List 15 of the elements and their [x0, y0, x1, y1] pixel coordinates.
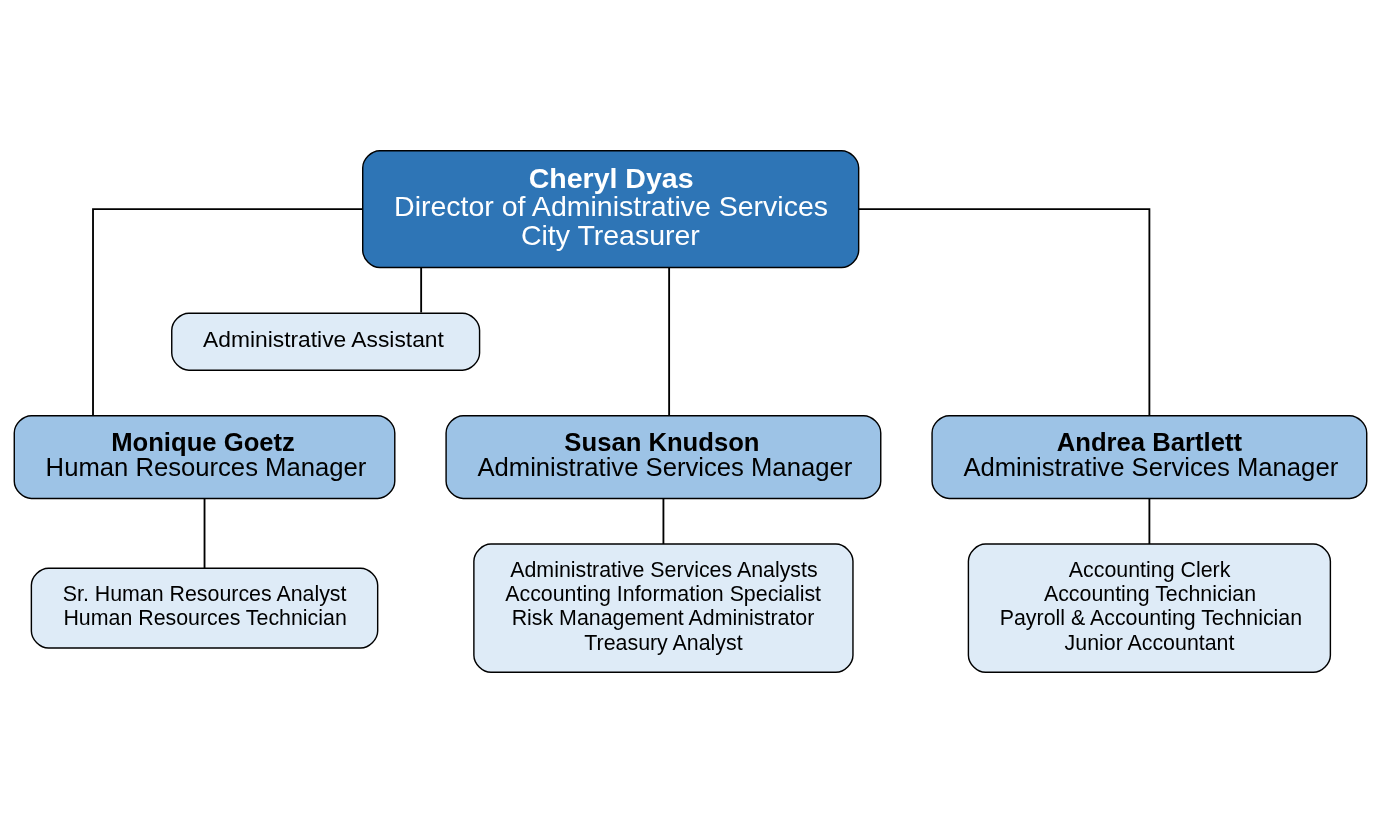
connector	[662, 497, 665, 545]
node-box: Susan Knudson Administrative Services Manager	[445, 415, 882, 500]
connector	[668, 266, 671, 417]
node-box: Administrative Assistant	[171, 312, 481, 371]
connector	[203, 497, 206, 570]
connector	[92, 208, 364, 417]
connector	[1148, 497, 1151, 545]
node-box: Administrative Services Analysts Accounting Information Specialist Risk Management Administrator Treasury Analyst	[473, 543, 854, 673]
connector	[420, 266, 423, 314]
node-box: Andrea Bartlett Administrative Services Manager	[931, 415, 1368, 500]
connector	[857, 208, 1151, 417]
node-box: Cheryl Dyas Director of Administrative Services City Treasurer	[362, 150, 860, 269]
node-box: Accounting Clerk Accounting Technician Payroll & Accounting Technician Junior Accountant	[967, 543, 1332, 673]
node-box: Monique Goetz Human Resources Manager	[13, 415, 396, 500]
node-box: Sr. Human Resources Analyst Human Resources Technician	[30, 567, 379, 649]
